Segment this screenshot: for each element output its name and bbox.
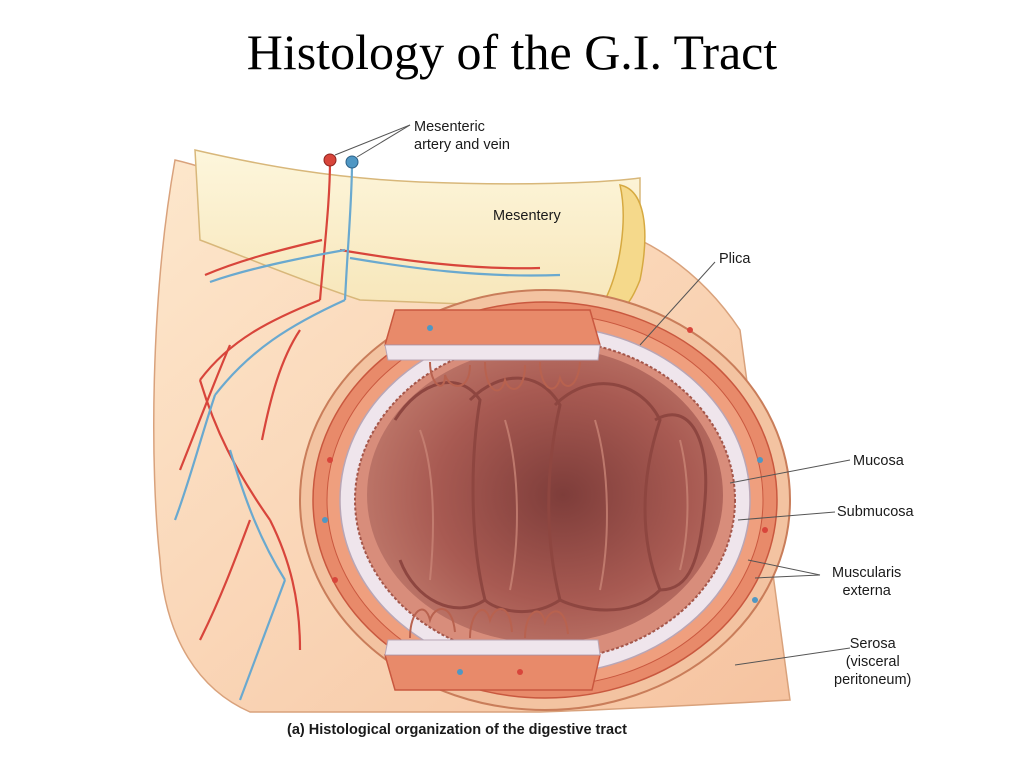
artery-branches	[178, 159, 541, 651]
label-mesenteric-line1: Mesenteric	[414, 119, 485, 135]
label-mucosa: Mucosa	[853, 453, 904, 469]
figure-caption: (a) Histological organization of the dig…	[287, 722, 627, 738]
label-serosa-line2: (visceral	[845, 654, 900, 671]
leader-plica	[639, 261, 716, 346]
vein-cut-end	[345, 155, 359, 169]
cut-wall-bottom	[384, 654, 601, 691]
villi-top	[429, 361, 581, 392]
label-muscularis-line2: externa	[842, 583, 891, 600]
label-serosa-line1: Serosa	[849, 636, 896, 652]
leader-mesenteric-vein	[356, 124, 411, 158]
cut-wall-submucosa-top	[384, 344, 601, 361]
leader-lines	[334, 124, 851, 666]
leader-mucosa	[729, 459, 851, 484]
lumen	[367, 347, 723, 643]
label-mesenteric-line2: artery and vein	[414, 137, 510, 154]
label-muscularis: Muscularis externa	[832, 564, 901, 600]
leader-submucosa	[737, 511, 836, 521]
mesentery-sheet	[194, 149, 641, 311]
leader-serosa	[734, 647, 851, 666]
label-mesentery: Mesentery	[493, 208, 561, 224]
cut-wall-submucosa-bottom	[384, 639, 601, 656]
slide-title: Histology of the G.I. Tract	[246, 24, 778, 80]
leader-muscularis-1	[747, 559, 821, 576]
leader-muscularis-2	[754, 574, 821, 579]
label-plica: Plica	[719, 251, 751, 267]
plicae-highlights	[419, 419, 689, 591]
label-mesenteric-vessels: Mesenteric artery and vein	[414, 118, 510, 154]
villi-bottom	[409, 608, 569, 639]
label-submucosa: Submucosa	[837, 504, 914, 520]
vein-branches	[173, 161, 561, 701]
label-serosa-line3: peritoneum)	[834, 672, 912, 689]
artery-cut-end	[323, 153, 337, 167]
label-muscularis-line1: Muscularis	[832, 565, 902, 581]
leader-mesenteric-artery	[334, 124, 411, 156]
label-serosa: Serosa (visceral peritoneum)	[834, 635, 911, 689]
cut-wall-top	[384, 309, 601, 346]
wall-vessel-dots	[322, 325, 768, 675]
